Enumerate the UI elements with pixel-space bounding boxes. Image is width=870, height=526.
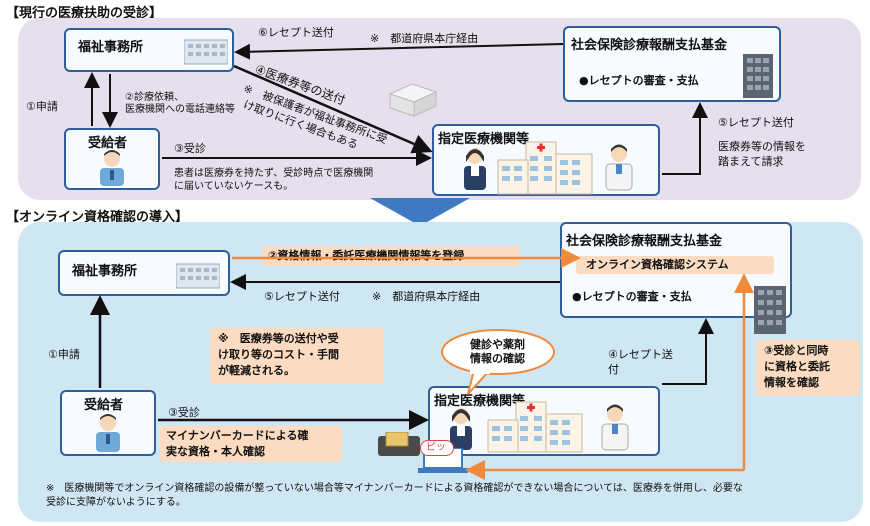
- card-reader-icon: [378, 432, 420, 456]
- bubble-text-line1: 健診や薬剤: [470, 338, 525, 351]
- office-building-icon: [176, 263, 220, 289]
- footnote-line2: 受診に支障がないようにする。: [46, 497, 186, 508]
- mynumber-line2: 実な資格・本人確認: [166, 445, 265, 458]
- online-fund-label: 社会保険診療報酬支払基金: [566, 234, 723, 249]
- cost-reduction-note: ※ 医療券等の送付や受 け取り等のコスト・手間 が軽減される。: [210, 328, 384, 384]
- nurse-icon: [450, 408, 472, 450]
- online-medical-institution-box: 指定医療機関等: [428, 386, 660, 456]
- patient-icon: [100, 150, 124, 186]
- mynumber-line1: マイナンバーカードによる確: [166, 429, 309, 442]
- hospital-icon: [497, 141, 593, 195]
- cost-note-line2: け取り等のコスト・手間: [218, 348, 339, 361]
- edge3b-label-line2: に資格と委託: [764, 360, 830, 373]
- current-edge5-label: ⑤レセプト送付: [718, 116, 794, 129]
- online-edge4-arrow: [662, 318, 714, 385]
- online-section-title: 【オンライン資格確認の導入】: [6, 210, 189, 225]
- tall-building-icon: [754, 286, 786, 334]
- office-building-icon: [184, 39, 228, 65]
- current-edge5-arrow: [662, 102, 708, 175]
- current-fund-box: 社会保険診療報酬支払基金 ●レセプトの審査・支払: [563, 26, 781, 102]
- online-edge1-label: ①申請: [48, 348, 80, 361]
- bubble-text-line2: 情報の確認: [470, 352, 525, 365]
- current-section-title: 【現行の医療扶助の受診】: [6, 6, 163, 21]
- current-edge6-note: ※ 都道府県本庁経由: [370, 32, 479, 45]
- nurse-icon: [464, 148, 486, 190]
- online-fund-box: 社会保険診療報酬支払基金 オンライン資格確認システム ●レセプトの審査・支払: [560, 222, 792, 318]
- online-fund-bullet: ●レセプトの審査・支払: [572, 290, 692, 303]
- online-medical-institution-label: 指定医療機関等: [434, 394, 526, 409]
- current-medical-institution-box: 指定医療機関等: [432, 124, 660, 196]
- patient-icon: [96, 414, 120, 452]
- transition-down-arrow: [370, 198, 470, 226]
- online-recipient-label: 受給者: [84, 398, 124, 413]
- current-edge2-label-line2: 医療機関への電話連絡等: [125, 104, 235, 115]
- edge3b-label-line1: ③受診と同時: [764, 344, 829, 357]
- current-edge5-note-line2: 踏まえて請求: [718, 155, 784, 168]
- current-edge5-note-line1: 医療券等の情報を: [718, 140, 806, 153]
- footnote-line1: ※ 医療機関等でオンライン資格確認の設備が整っていない場合等マイナンバーカードに…: [46, 483, 743, 494]
- online-edge4-label-line2: 付: [608, 363, 619, 376]
- current-edge4-arrow: [233, 64, 433, 154]
- current-edge6-label: ⑥レセプト送付: [258, 26, 334, 39]
- online-edge3-label: ③受診: [168, 406, 200, 419]
- online-system-box: オンライン資格確認システム: [576, 256, 774, 274]
- document-box-icon: [388, 83, 438, 117]
- current-edge2-label-line1: ②診療依頼、: [125, 92, 184, 103]
- beep-callout: ピッ: [420, 440, 454, 456]
- cost-note-line3: が軽減される。: [218, 364, 295, 377]
- edge3b-label-line3: 情報を確認: [764, 376, 819, 389]
- current-recipient-box: 受給者: [64, 128, 160, 190]
- current-fund-label: 社会保険診療報酬支払基金: [571, 38, 728, 53]
- doctor-icon: [601, 404, 629, 451]
- current-edge3-label: ③受診: [174, 142, 206, 155]
- current-fund-bullet: ●レセプトの審査・支払: [579, 74, 699, 87]
- current-edge6-arrow: [234, 43, 564, 60]
- online-welfare-office-box: 福祉事務所: [58, 250, 230, 296]
- current-edge3-note-line1: 患者は医療券を持たず、受診時点で医療機関: [174, 168, 374, 179]
- online-edge5-label: ⑤レセプト送付: [264, 290, 340, 303]
- current-edge3-note-line2: に届いていないケースも。: [174, 181, 294, 192]
- online-welfare-office-label: 福祉事務所: [72, 264, 138, 279]
- qualification-check-note: ③受診と同時 に資格と委託 情報を確認: [756, 340, 860, 396]
- beep-text: ピッ: [426, 442, 446, 453]
- current-edge1-label: ①申請: [26, 100, 58, 113]
- online-recipient-box: 受給者: [60, 390, 156, 456]
- online-edge5-note: ※ 都道府県本庁経由: [372, 290, 481, 303]
- cost-note-line1: ※ 医療券等の送付や受: [218, 332, 339, 345]
- doctor-icon: [605, 144, 633, 191]
- current-welfare-office-label: 福祉事務所: [78, 40, 144, 55]
- current-recipient-label: 受給者: [88, 136, 128, 151]
- tall-building-icon: [743, 54, 773, 98]
- hospital-icon: [487, 401, 583, 453]
- mynumber-card-note: マイナンバーカードによる確 実な資格・本人確認: [160, 426, 342, 462]
- check-info-bubble: [441, 329, 555, 395]
- current-medical-institution-label: 指定医療機関等: [438, 132, 530, 147]
- online-system-label: オンライン資格確認システム: [586, 258, 729, 271]
- online-edge4-label-line1: ④レセプト送: [608, 348, 673, 361]
- current-welfare-office-box: 福祉事務所: [64, 28, 234, 72]
